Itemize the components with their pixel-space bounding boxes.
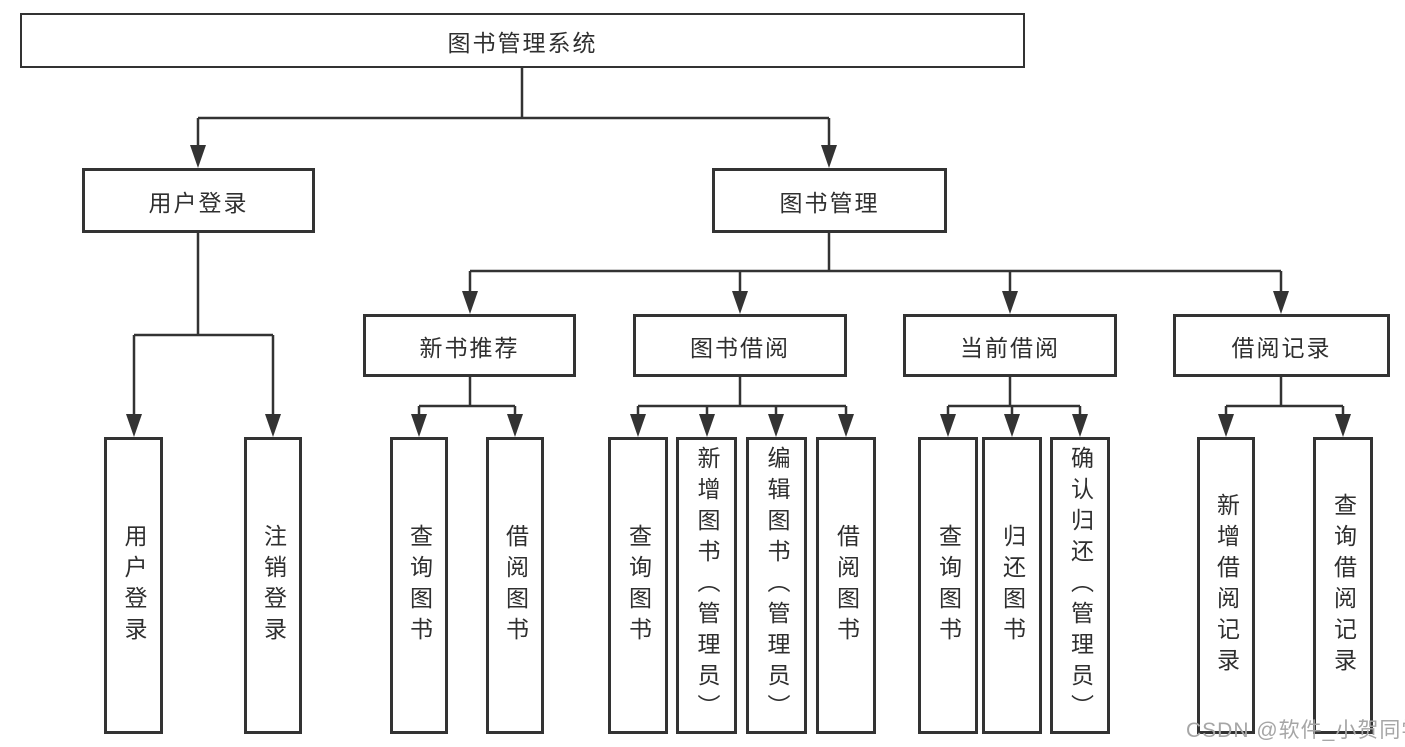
leaf-logout: 注销登录 [244,437,302,734]
node-book-borrowing: 图书借阅 [633,314,847,377]
node-user-login: 用户登录 [82,168,315,233]
node-library-management-system: 图书管理系统 [20,13,1025,68]
leaf-borrow-books: 借阅图书 [816,437,876,734]
leaf-user-login: 用户登录 [104,437,163,734]
leaf-add-books-admin: 新增图书（管理员） [676,437,737,734]
leaf-return-books: 归还图书 [982,437,1042,734]
leaf-borrow-books-recommend: 借阅图书 [486,437,544,734]
leaf-query-books-current: 查询图书 [918,437,978,734]
node-new-book-recommendation: 新书推荐 [363,314,576,377]
node-current-borrowing: 当前借阅 [903,314,1117,377]
leaf-edit-books-admin: 编辑图书（管理员） [746,437,807,734]
arrowheads [126,145,1351,437]
leaf-query-books-borrowing: 查询图书 [608,437,668,734]
leaf-query-borrow-record: 查询借阅记录 [1313,437,1373,734]
leaf-confirm-return-admin: 确认归还（管理员） [1050,437,1110,734]
node-borrowing-records: 借阅记录 [1173,314,1390,377]
leaf-query-books-recommend: 查询图书 [390,437,448,734]
leaf-add-borrow-record: 新增借阅记录 [1197,437,1255,734]
node-book-management: 图书管理 [712,168,947,233]
